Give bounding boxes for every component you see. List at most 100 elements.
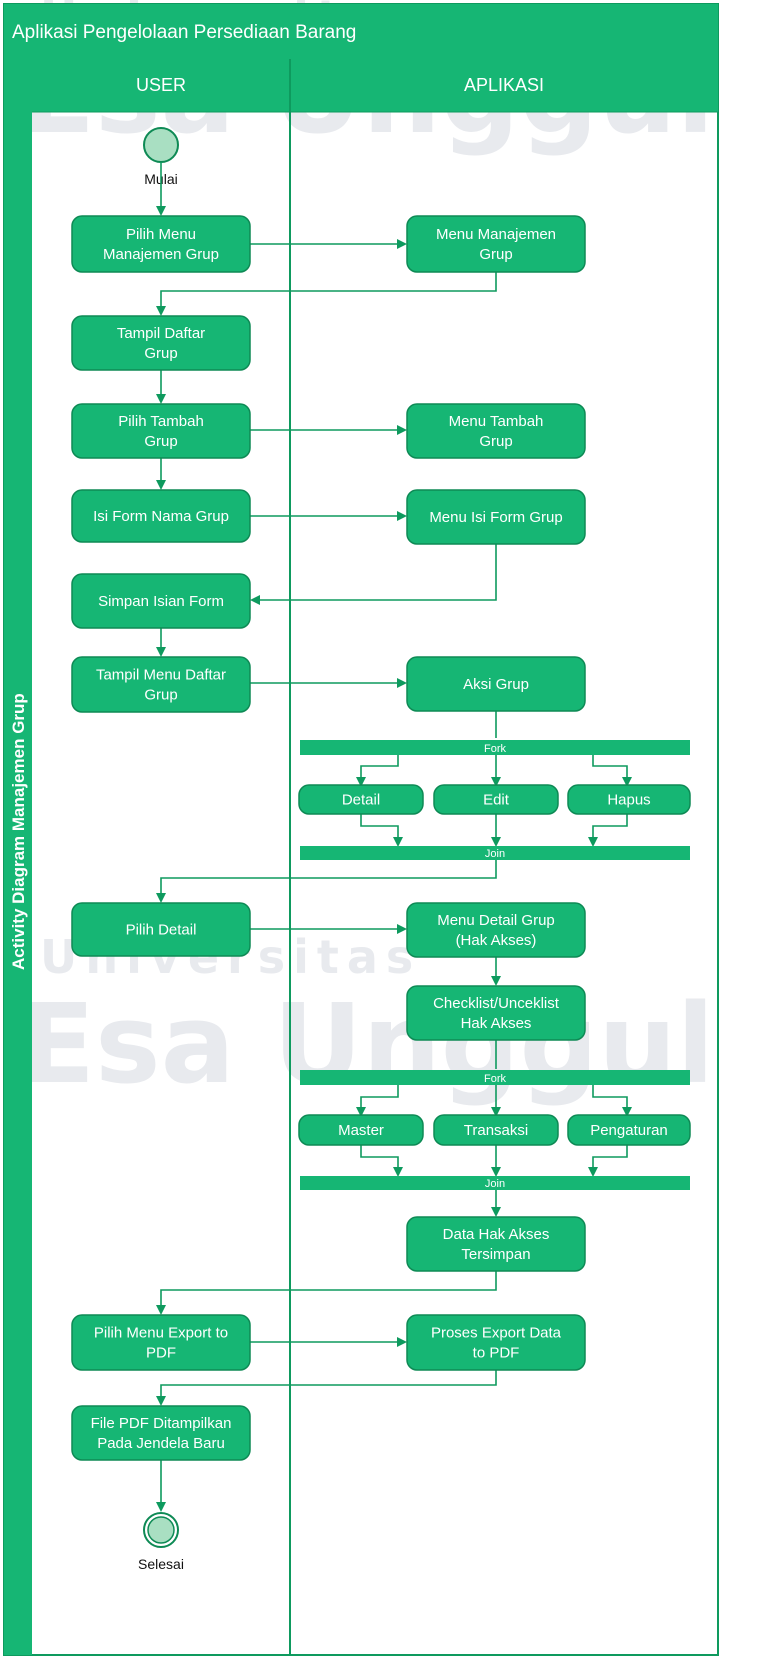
fork-label-1: Fork — [484, 743, 507, 755]
activity-label-aksi-grup-1: Aksi Grup — [463, 676, 529, 693]
activity-fork1-detail: Detail — [298, 784, 424, 815]
end-node-inner — [147, 1516, 175, 1544]
activity-label-menu-manajemen-grup-1: Menu Manajemen — [436, 226, 556, 243]
end-label: Selesai — [138, 1556, 184, 1572]
start-node — [143, 127, 179, 163]
activity-label-menu-detail-grup-2: (Hak Akses) — [456, 932, 537, 949]
activity-pilih-menu-export-pdf: Pilih Menu Export to PDF — [71, 1314, 251, 1371]
lane-header-user — [32, 59, 290, 112]
edge-fork2-pengaturan — [592, 1085, 632, 1117]
activity-label-data-hak-akses-tersimpan-1: Data Hak Akses — [443, 1226, 550, 1243]
activity-box-menu-tambah-grup — [406, 403, 586, 459]
activity-fork1-edit: Edit — [433, 784, 559, 815]
activity-label-fork1-hapus-1: Hapus — [607, 792, 650, 809]
activity-label-fork2-pengaturan-1: Pengaturan — [590, 1122, 668, 1139]
activity-box-aksi-grup — [406, 656, 586, 712]
activity-label-fork2-master-1: Master — [338, 1122, 384, 1139]
activity-label-menu-manajemen-grup-2: Grup — [479, 246, 512, 263]
activity-simpan-isian-form: Simpan Isian Form — [71, 573, 251, 629]
fork-bar-1 — [300, 740, 690, 755]
activity-box-fork1-hapus — [567, 784, 691, 815]
activity-label-fork1-edit-1: Edit — [483, 792, 510, 809]
activity-label-fork2-transaksi-1: Transaksi — [464, 1122, 528, 1139]
fork-label-2: Fork — [484, 1073, 507, 1085]
activity-fork1-hapus: Hapus — [567, 784, 691, 815]
join-label-2: Join — [485, 1178, 505, 1190]
activity-label-menu-tambah-grup-2: Grup — [479, 433, 512, 450]
activity-box-pilih-menu-manajemen-grup — [71, 215, 251, 273]
activity-label-menu-detail-grup-1: Menu Detail Grup — [437, 912, 555, 929]
edge-join1-u7 — [156, 860, 497, 903]
connectors — [156, 162, 632, 1512]
activity-label-pilih-tambah-grup-2: Grup — [144, 433, 177, 450]
activity-box-fork1-detail — [298, 784, 424, 815]
lane-user-title: USER — [136, 75, 186, 95]
fork-bar-2 — [300, 1070, 690, 1085]
activity-box-checklist-hak-akses — [406, 985, 586, 1041]
edge-pengaturan-join2 — [588, 1145, 628, 1177]
activity-box-menu-isi-form-grup — [406, 489, 586, 545]
activity-box-pilih-tambah-grup — [71, 403, 251, 459]
edge-fork1-detail — [356, 755, 399, 787]
activity-label-checklist-hak-akses-1: Checklist/Unceklist — [433, 995, 560, 1012]
activity-box-pilih-detail — [71, 902, 251, 957]
activity-aksi-grup: Aksi Grup — [406, 656, 586, 712]
activity-fork2-master: Master — [298, 1114, 424, 1146]
activity-box-fork1-edit — [433, 784, 559, 815]
activity-label-menu-isi-form-grup-1: Menu Isi Form Grup — [429, 509, 562, 526]
edge-a1-u2 — [156, 272, 497, 316]
activity-label-pilih-menu-export-pdf-2: PDF — [146, 1345, 176, 1362]
activity-fork2-transaksi: Transaksi — [433, 1114, 559, 1146]
lane-app-title: APLIKASI — [464, 75, 544, 95]
activity-box-data-hak-akses-tersimpan — [406, 1216, 586, 1272]
activity-box-menu-manajemen-grup — [406, 215, 586, 273]
edge-a7-u8 — [156, 1271, 497, 1315]
lane-header-app — [290, 59, 718, 112]
activity-label-pilih-menu-manajemen-grup-1: Pilih Menu — [126, 226, 196, 243]
activity-label-proses-export-pdf-2: to PDF — [473, 1345, 520, 1362]
edge-fork2-master — [356, 1085, 399, 1117]
activity-isi-form-nama-grup: Isi Form Nama Grup — [71, 489, 251, 543]
edge-a8-u9 — [156, 1370, 497, 1406]
activity-label-pilih-tambah-grup-1: Pilih Tambah — [118, 413, 204, 430]
activity-box-isi-form-nama-grup — [71, 489, 251, 543]
side-label: Activity Diagram Manajemen Grup — [9, 693, 28, 970]
activity-box-menu-detail-grup — [406, 902, 586, 958]
activity-menu-isi-form-grup: Menu Isi Form Grup — [406, 489, 586, 545]
activity-label-tampil-menu-daftar-grup-1: Tampil Menu Daftar — [96, 667, 226, 684]
activity-label-pilih-menu-export-pdf-1: Pilih Menu Export to — [94, 1325, 228, 1342]
activity-label-isi-form-nama-grup-1: Isi Form Nama Grup — [93, 508, 229, 525]
activity-menu-detail-grup: Menu Detail Grup (Hak Akses) — [406, 902, 586, 958]
activity-label-pilih-detail-1: Pilih Detail — [126, 922, 197, 939]
activity-label-pilih-menu-manajemen-grup-2: Manajemen Grup — [103, 246, 219, 263]
edge-a3-u5 — [250, 544, 497, 605]
activity-box-fork2-transaksi — [433, 1114, 559, 1146]
activity-label-tampil-menu-daftar-grup-2: Grup — [144, 687, 177, 704]
activity-box-fork2-pengaturan — [567, 1114, 691, 1146]
side-label-bar — [4, 59, 32, 1655]
activity-box-fork2-master — [298, 1114, 424, 1146]
activity-label-tampil-daftar-grup-2: Grup — [144, 345, 177, 362]
activity-label-checklist-hak-akses-2: Hak Akses — [461, 1015, 532, 1032]
activity-label-file-pdf-ditampilkan-2: Pada Jendela Baru — [97, 1435, 225, 1452]
activity-label-file-pdf-ditampilkan-1: File PDF Ditampilkan — [91, 1415, 232, 1432]
activity-pilih-detail: Pilih Detail — [71, 902, 251, 957]
join-label-1: Join — [485, 848, 505, 860]
edge-detail-join1 — [360, 814, 403, 847]
activity-box-proses-export-pdf — [406, 1314, 586, 1371]
activity-box-file-pdf-ditampilkan — [71, 1405, 251, 1461]
header-title: Aplikasi Pengelolaan Persediaan Barang — [12, 22, 356, 43]
activity-label-fork1-detail-1: Detail — [342, 792, 380, 809]
activity-box-pilih-menu-export-pdf — [71, 1314, 251, 1371]
